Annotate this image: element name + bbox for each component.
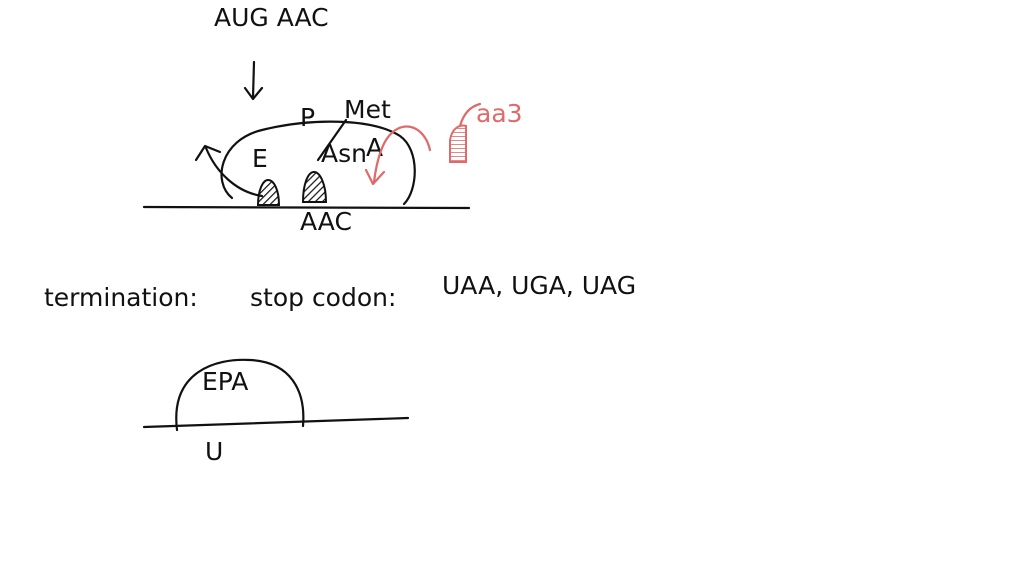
elongation-sketch: AUG AAC E P Met Asn A AAC (142, 3, 523, 236)
incoming-arrow-icon (372, 125, 432, 184)
exit-arrow-icon (194, 144, 264, 198)
site-e-label: E (252, 144, 268, 173)
amino-acid-asn-label: Asn (321, 139, 367, 168)
site-a-label: A (366, 133, 383, 162)
termination-label: termination: (44, 283, 198, 312)
mrna-strand (142, 205, 471, 210)
termination-sketch: EPA U (142, 358, 410, 466)
met-connector-line (316, 118, 348, 162)
stop-codon-label: stop codon: (250, 283, 396, 312)
amino-acid-met-label: Met (344, 95, 391, 124)
trna-p-site (301, 170, 328, 203)
ribosome-outline-termination (175, 358, 305, 432)
ribosome-sites-label: EPA (202, 367, 248, 396)
anticodon-label: AAC (300, 207, 352, 236)
ribosome-outline (220, 120, 416, 206)
mrna-base-label: U (205, 437, 223, 466)
trna-e-site (256, 178, 281, 206)
mrna-codons-label: AUG AAC (214, 3, 329, 32)
stop-codons-list: UAA, UGA, UAG (442, 271, 636, 300)
incoming-trna-shape (449, 124, 467, 163)
incoming-trna-annotation: aa3 (364, 99, 523, 186)
site-p-label: P (300, 103, 315, 132)
termination-section: termination: stop codon: UAA, UGA, UAG (44, 271, 636, 312)
incoming-trna-label: aa3 (476, 99, 523, 128)
mrna-strand-termination (142, 416, 410, 429)
down-arrow-icon (243, 60, 264, 101)
